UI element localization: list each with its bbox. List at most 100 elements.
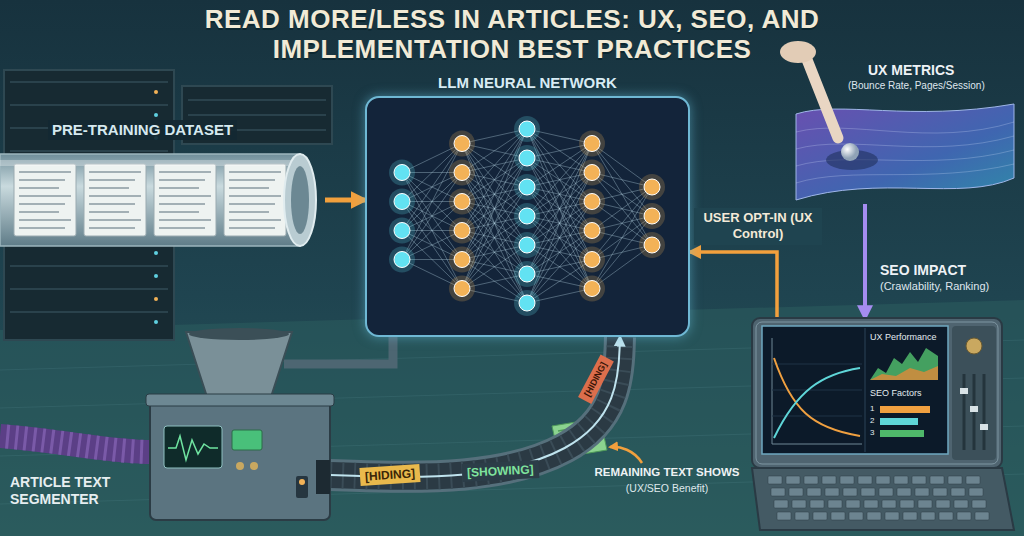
keyboard-key — [771, 488, 785, 496]
hopper-mouth — [189, 328, 289, 340]
page-text-line — [19, 171, 71, 173]
neuron-glow — [639, 174, 665, 200]
keyboard-key — [807, 488, 821, 496]
keyboard-key — [789, 488, 803, 496]
rack-slot — [10, 104, 168, 106]
page-text-line — [89, 187, 129, 189]
screen — [762, 326, 948, 454]
chart-grid-line — [772, 390, 862, 391]
conveyor-belt — [330, 337, 620, 477]
neuron-glow — [514, 232, 540, 258]
neuron-glow — [389, 189, 415, 215]
neuron-glow — [449, 218, 475, 244]
synapse-line — [402, 173, 462, 260]
page-text-line — [159, 195, 211, 197]
page-text-line — [159, 203, 205, 205]
neuron — [454, 136, 470, 152]
status-display — [232, 430, 262, 450]
keyboard-key — [897, 488, 911, 496]
machine-body — [150, 400, 330, 520]
belt-edge — [330, 337, 620, 477]
row-number: 3 — [870, 428, 874, 438]
chart-curve — [774, 368, 860, 438]
keyboard-key — [951, 488, 965, 496]
neuron-glow — [389, 160, 415, 186]
impact-sublabel: (Crawlability, Ranking) — [880, 280, 989, 293]
area-chart — [870, 366, 938, 380]
neuron — [584, 165, 600, 181]
connector-arrow — [325, 198, 365, 203]
chart-grid-line — [772, 364, 862, 365]
hose-ribs — [0, 436, 152, 452]
keyboard-key — [933, 488, 947, 496]
callout-label: REMAINING TEXT SHOWS — [588, 466, 746, 480]
neuron-glow — [579, 189, 605, 215]
neuron — [584, 252, 600, 268]
keyboard-key — [825, 488, 839, 496]
waveform — [168, 436, 218, 460]
rack-light — [154, 90, 158, 94]
keyboard-key — [777, 512, 791, 520]
synapse-line — [402, 144, 462, 231]
slider-track — [983, 374, 986, 450]
keyboard-key — [954, 500, 968, 508]
page-text-line — [159, 227, 205, 229]
page-text-line — [159, 211, 199, 213]
neuron — [519, 121, 535, 137]
metric-ball — [841, 143, 859, 161]
page-text-line — [159, 171, 211, 173]
neuron — [519, 208, 535, 224]
control-panel — [952, 326, 996, 460]
neuron — [454, 281, 470, 297]
keyboard-key — [969, 488, 983, 496]
control-knob — [966, 338, 982, 354]
neuron — [584, 281, 600, 297]
neuron-glow — [639, 203, 665, 229]
node-heading: ARTICLE TEXT SEGMENTER — [10, 474, 138, 508]
keyboard-key — [930, 476, 944, 484]
page-text-line — [229, 219, 281, 221]
keyboard-key — [810, 500, 824, 508]
neuron-glow — [389, 218, 415, 244]
node-heading: UX METRICS — [868, 62, 954, 79]
neural-network-panel: LLM NEURAL NETWORK — [365, 96, 690, 337]
belt-slats — [330, 337, 620, 477]
page-text-line — [229, 211, 269, 213]
node-heading: LLM NEURAL NETWORK — [367, 74, 688, 92]
tube-body — [0, 154, 300, 246]
neuron — [394, 165, 410, 181]
keyboard-key — [936, 500, 950, 508]
chart-axes — [772, 338, 862, 444]
keyboard-key — [903, 512, 917, 520]
row-number: 1 — [870, 404, 874, 414]
neuron — [519, 237, 535, 253]
rack-light — [154, 113, 158, 117]
keyboard-key — [786, 476, 800, 484]
keyboard-key — [795, 512, 809, 520]
row-number: 2 — [870, 416, 874, 426]
keyboard-key — [768, 476, 782, 484]
page-text-line — [229, 187, 269, 189]
synapse-line — [402, 202, 462, 289]
keyboard-key — [813, 512, 827, 520]
page-text-line — [229, 227, 275, 229]
keyboard-base — [752, 468, 1014, 530]
keyboard-key — [876, 476, 890, 484]
neuron-glow — [514, 116, 540, 142]
neuron — [644, 208, 660, 224]
slider-knob — [960, 388, 968, 394]
page-text-line — [159, 179, 205, 181]
connector-label: USER OPT-IN (UX Control) — [694, 208, 822, 245]
rack-slot — [10, 288, 168, 290]
neuron-glow — [579, 276, 605, 302]
neuron — [394, 194, 410, 210]
node-heading: PRE-TRAINING DATASET — [48, 120, 237, 140]
rack-light — [154, 274, 158, 278]
neuron-glow — [514, 203, 540, 229]
neuron-glow — [514, 261, 540, 287]
connector-arrow — [330, 337, 620, 477]
neuron-glow — [389, 247, 415, 273]
machine-screen — [164, 426, 222, 468]
keyboard-key — [912, 476, 926, 484]
keyboard-key — [882, 500, 896, 508]
